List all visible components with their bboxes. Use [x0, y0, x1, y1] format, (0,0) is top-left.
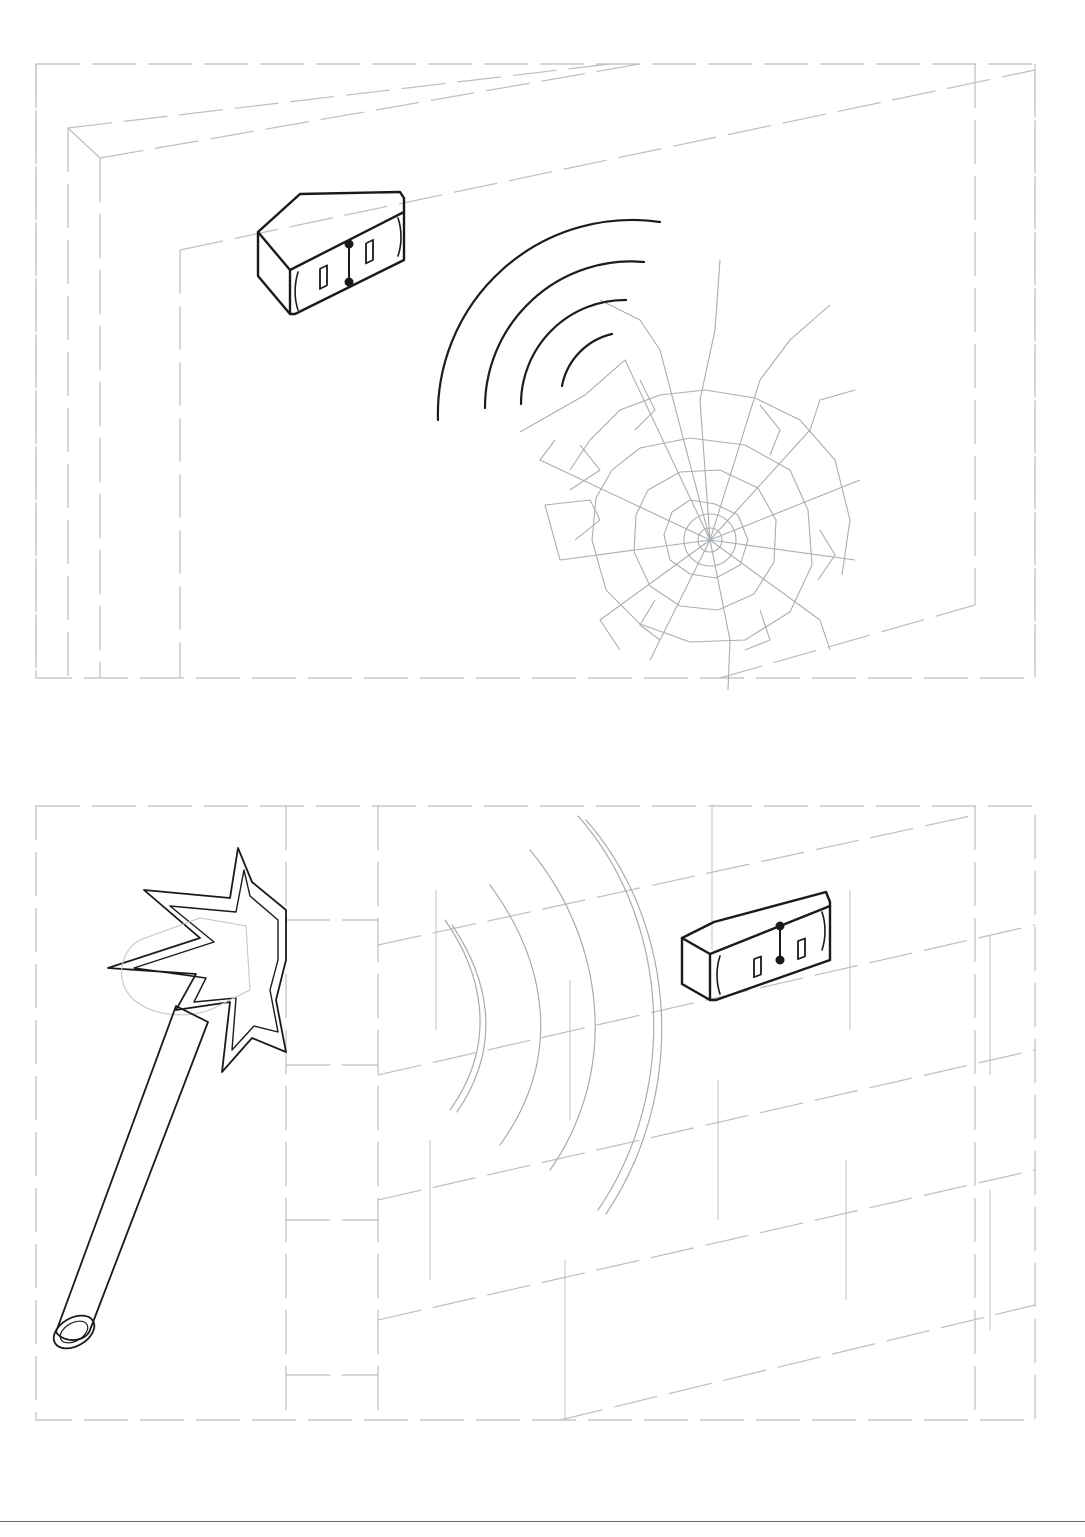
page-bottom-rule: [0, 1521, 1085, 1522]
vibration-wave-arcs: [445, 816, 662, 1214]
shock-scene: [0, 720, 1085, 1480]
shock-detection-illustration: [0, 720, 1085, 1480]
wall-frame: [36, 806, 1035, 1420]
brick-wall: [286, 805, 1035, 1420]
acoustic-sensor-icon: [258, 192, 404, 314]
shock-sensor-icon: [682, 892, 830, 1000]
hammer-icon: [48, 918, 250, 1355]
sound-wave-arcs: [438, 220, 660, 420]
glass-break-scene: [0, 0, 1085, 720]
glass-break-illustration: [0, 0, 1085, 720]
shattered-glass: [520, 260, 860, 690]
impact-burst-icon: [108, 848, 286, 1072]
window-frame: [36, 64, 1035, 678]
